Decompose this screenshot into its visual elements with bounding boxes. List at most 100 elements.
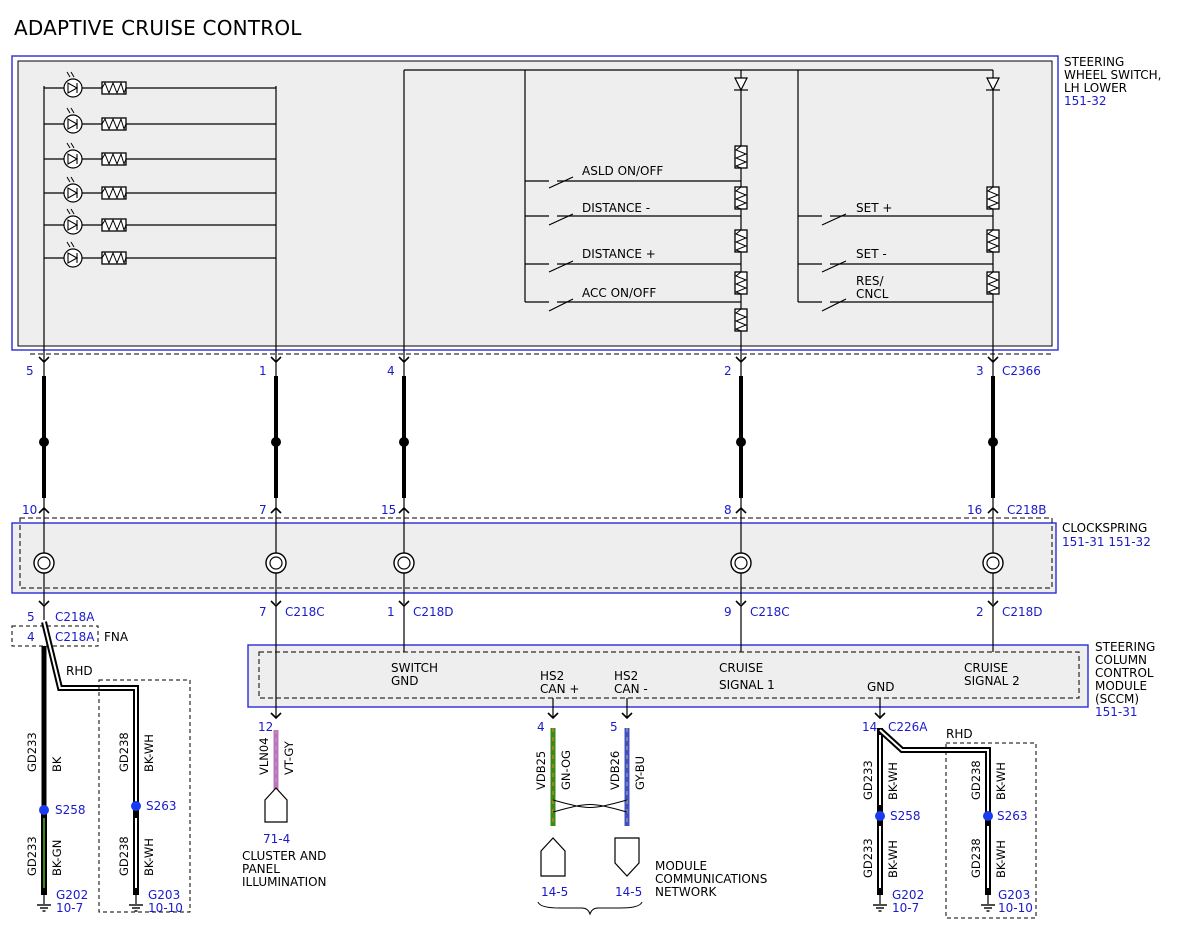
sccm-inner [258, 651, 1080, 699]
resistor-icon [101, 81, 127, 95]
ground-icon [980, 904, 996, 912]
steering-switch-name-1: STEERING [1064, 55, 1124, 69]
resistor-icon [986, 186, 1000, 210]
wire-color: BK-WH [886, 840, 900, 878]
sccm-pin-hs2p-1: HS2 [540, 669, 564, 683]
pin-number: 5 [610, 720, 618, 734]
clockspring-coil-icon [33, 552, 55, 574]
rhd-box-right [945, 742, 1037, 919]
wire-color: BK-WH [886, 762, 900, 800]
connector-c218b: C218B [1007, 503, 1047, 517]
ground-icon [872, 904, 888, 912]
pin-number: 7 [259, 605, 267, 619]
wire-circuit: GD233 [25, 836, 39, 876]
splice-s263: S263 [997, 809, 1028, 823]
splice-s258: S258 [890, 809, 921, 823]
wire-circuit: GD233 [861, 760, 875, 800]
sccm-pin-hs2n-1: HS2 [614, 669, 638, 683]
ground-g202-ref: 10-7 [56, 901, 83, 915]
connector-c218d: C218D [413, 605, 454, 619]
wire-circuit: GD233 [25, 732, 39, 772]
fna-connector: C218A [55, 630, 95, 644]
pin-number: 14 [862, 720, 877, 734]
sccm-name-5: (SCCM) [1095, 692, 1139, 706]
resistor-icon [734, 145, 748, 169]
wire-color: VT-GY [282, 740, 296, 775]
illum-label-2: PANEL [242, 862, 280, 876]
ground-g203: G203 [998, 888, 1030, 902]
can-label-2: COMMUNICATIONS [655, 872, 767, 886]
switch-label-set-plus: SET + [856, 201, 892, 215]
pin-number: 2 [976, 605, 984, 619]
sccm-pin-cruise2-1: CRUISE [964, 661, 1008, 675]
sccm-pin-cruise1-1: CRUISE [719, 661, 763, 675]
splice-dot-icon [39, 805, 49, 815]
harness-thin [43, 362, 994, 515]
switch-label-cncl: CNCL [856, 287, 889, 301]
wire-circuit: VDB26 [608, 751, 622, 790]
wire-circuit: VLN04 [257, 737, 271, 775]
resistor-icon [101, 117, 127, 131]
sccm-name-1: STEERING [1095, 640, 1155, 654]
switch-label-res: RES/ [856, 274, 885, 288]
fna-label: FNA [104, 630, 129, 644]
ground-icon [36, 904, 52, 912]
wire-color: BK-GN [50, 840, 64, 876]
offpage-connector-icon [264, 787, 288, 823]
resistor-icon [986, 271, 1000, 295]
sccm-pin-hs2n-2: CAN - [614, 682, 648, 696]
pin-number: 15 [381, 503, 396, 517]
steering-switch-name-3: LH LOWER [1064, 81, 1127, 95]
switch-label-asld: ASLD ON/OFF [582, 164, 663, 178]
pin-number: 7 [259, 503, 267, 517]
wire-circuit: GD233 [861, 838, 875, 878]
clockspring-outer [11, 522, 1057, 594]
steering-switch-name-2: WHEEL SWITCH, [1064, 68, 1161, 82]
wire-color: BK-WH [994, 762, 1008, 800]
clockspring-coil-icon [982, 552, 1004, 574]
wire-circuit: GD238 [969, 838, 983, 878]
sccm-name-2: COLUMN [1095, 653, 1147, 667]
brace-icon [537, 901, 643, 916]
clockspring-coil-icon [393, 552, 415, 574]
connector-c218c: C218C [285, 605, 325, 619]
fna-box [11, 625, 99, 647]
ground-g203-ref: 10-10 [148, 901, 183, 915]
rhd-box-left [98, 679, 191, 913]
resistor-icon [101, 152, 127, 166]
fna-pin: 4 [27, 630, 35, 644]
connector-c218d: C218D [1002, 605, 1043, 619]
rhd-label: RHD [946, 727, 973, 741]
wire-color: BK-WH [142, 734, 156, 772]
resistor-icon [734, 271, 748, 295]
connector-c226a: C226A [888, 720, 928, 734]
switch-network [403, 69, 994, 362]
wire-circuit: GD238 [117, 836, 131, 876]
illum-label-1: CLUSTER AND [242, 849, 326, 863]
can-ref-n: 14-5 [615, 885, 642, 899]
pin-number: 1 [259, 364, 267, 378]
connector-c2366: C2366 [1002, 364, 1041, 378]
pin-number: 3 [976, 364, 984, 378]
pin-number: 16 [967, 503, 982, 517]
sccm-pin-cruise1-2: SIGNAL 1 [719, 678, 775, 692]
sccm-pin-hs2p-2: CAN + [540, 682, 579, 696]
resistor-icon [734, 308, 748, 332]
splice-dot-icon [875, 811, 885, 821]
resistor-icon [734, 186, 748, 210]
steering-switch-outer [11, 55, 1059, 351]
sccm-pin-switch-gnd-2: GND [391, 674, 419, 688]
wire-color: GN-OG [559, 750, 573, 790]
pin-number: 1 [387, 605, 395, 619]
illum-label-3: ILLUMINATION [242, 875, 327, 889]
ground-g202-ref: 10-7 [892, 901, 919, 915]
ground-icon [128, 904, 144, 912]
splice-s263: S263 [146, 799, 177, 813]
splice-s258: S258 [55, 803, 86, 817]
steering-switch-label: STEERING WHEEL SWITCH, LH LOWER 151-32 [1064, 55, 1161, 108]
can-label-3: NETWORK [655, 885, 718, 899]
pin-number: 10 [22, 503, 37, 517]
splice-dot-icon [983, 811, 993, 821]
harness-wires [42, 376, 995, 498]
pin-number: 8 [724, 503, 732, 517]
